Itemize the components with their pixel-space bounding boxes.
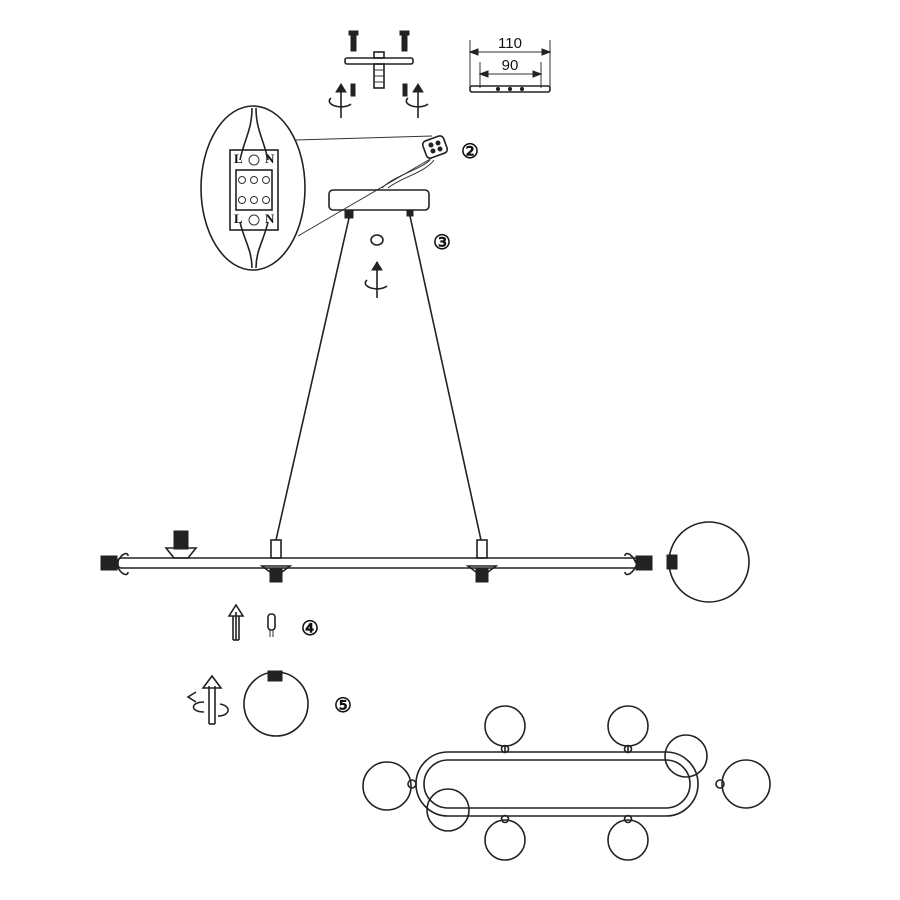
- side-ring-view: [666, 521, 750, 603]
- ring-attach-step: [186, 670, 309, 737]
- dimension-inner-label: 90: [502, 57, 519, 74]
- step-3-label: ③: [433, 232, 451, 254]
- wire-label-n-bottom: N: [265, 211, 275, 226]
- ceiling-canopy: [328, 189, 430, 298]
- screw-small-right: [402, 83, 408, 97]
- suspension-cable-left: [275, 217, 350, 541]
- suspension-cable-right: [409, 215, 482, 541]
- rotate-arrow-icon: [405, 83, 429, 118]
- wire-label-n-top: N: [265, 151, 275, 166]
- screw-small-left: [350, 83, 356, 97]
- step-2-label: ②: [461, 141, 479, 163]
- g9-bulb-icon: [267, 613, 276, 637]
- screw-left: [348, 30, 359, 52]
- assembled-fixture-view: [362, 705, 771, 861]
- wire-label-l-top: L: [234, 151, 243, 166]
- bulb-insert-step: [227, 603, 276, 641]
- step-5-label: ⑤: [334, 695, 352, 717]
- wiring-detail: L N L N: [200, 105, 449, 271]
- rotate-arrow-icon: [364, 261, 388, 298]
- dimension-outer-label: 110: [498, 35, 522, 52]
- screw-right: [399, 30, 410, 52]
- wire-label-l-bottom: L: [234, 211, 243, 226]
- rotate-arrow-icon: [328, 83, 352, 118]
- fixture-bar: [100, 530, 653, 583]
- bracket-dimension: 110 90: [468, 35, 552, 93]
- mounting-bracket: [344, 51, 414, 89]
- mounting-hardware: [328, 30, 429, 118]
- step-4-label: ④: [301, 618, 319, 640]
- terminal-connector-icon: [421, 135, 449, 159]
